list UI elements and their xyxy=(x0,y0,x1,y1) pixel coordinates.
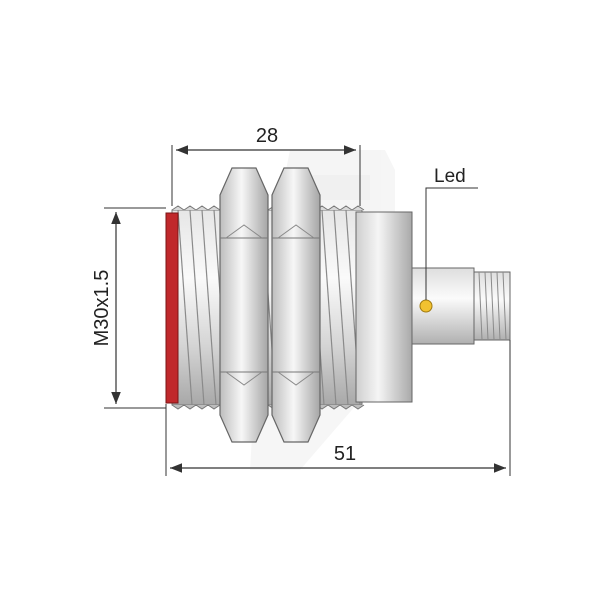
dimension-total-length: 51 xyxy=(165,340,511,476)
dimension-thread-diameter: M30x1.5 xyxy=(91,207,166,409)
hex-nut-1 xyxy=(219,167,269,443)
dim-thread-diameter-text: M30x1.5 xyxy=(91,270,113,347)
hex-nut-2 xyxy=(271,167,321,443)
dim-thread-length-text: 28 xyxy=(256,125,278,147)
housing-sleeve xyxy=(355,211,413,403)
led-callout: Led xyxy=(425,166,478,300)
led-indicator xyxy=(419,299,433,313)
dim-total-text: 51 xyxy=(334,443,356,465)
sensing-face xyxy=(165,212,179,404)
dimension-thread-length: 28 xyxy=(171,125,361,206)
led-label: Led xyxy=(434,166,466,187)
